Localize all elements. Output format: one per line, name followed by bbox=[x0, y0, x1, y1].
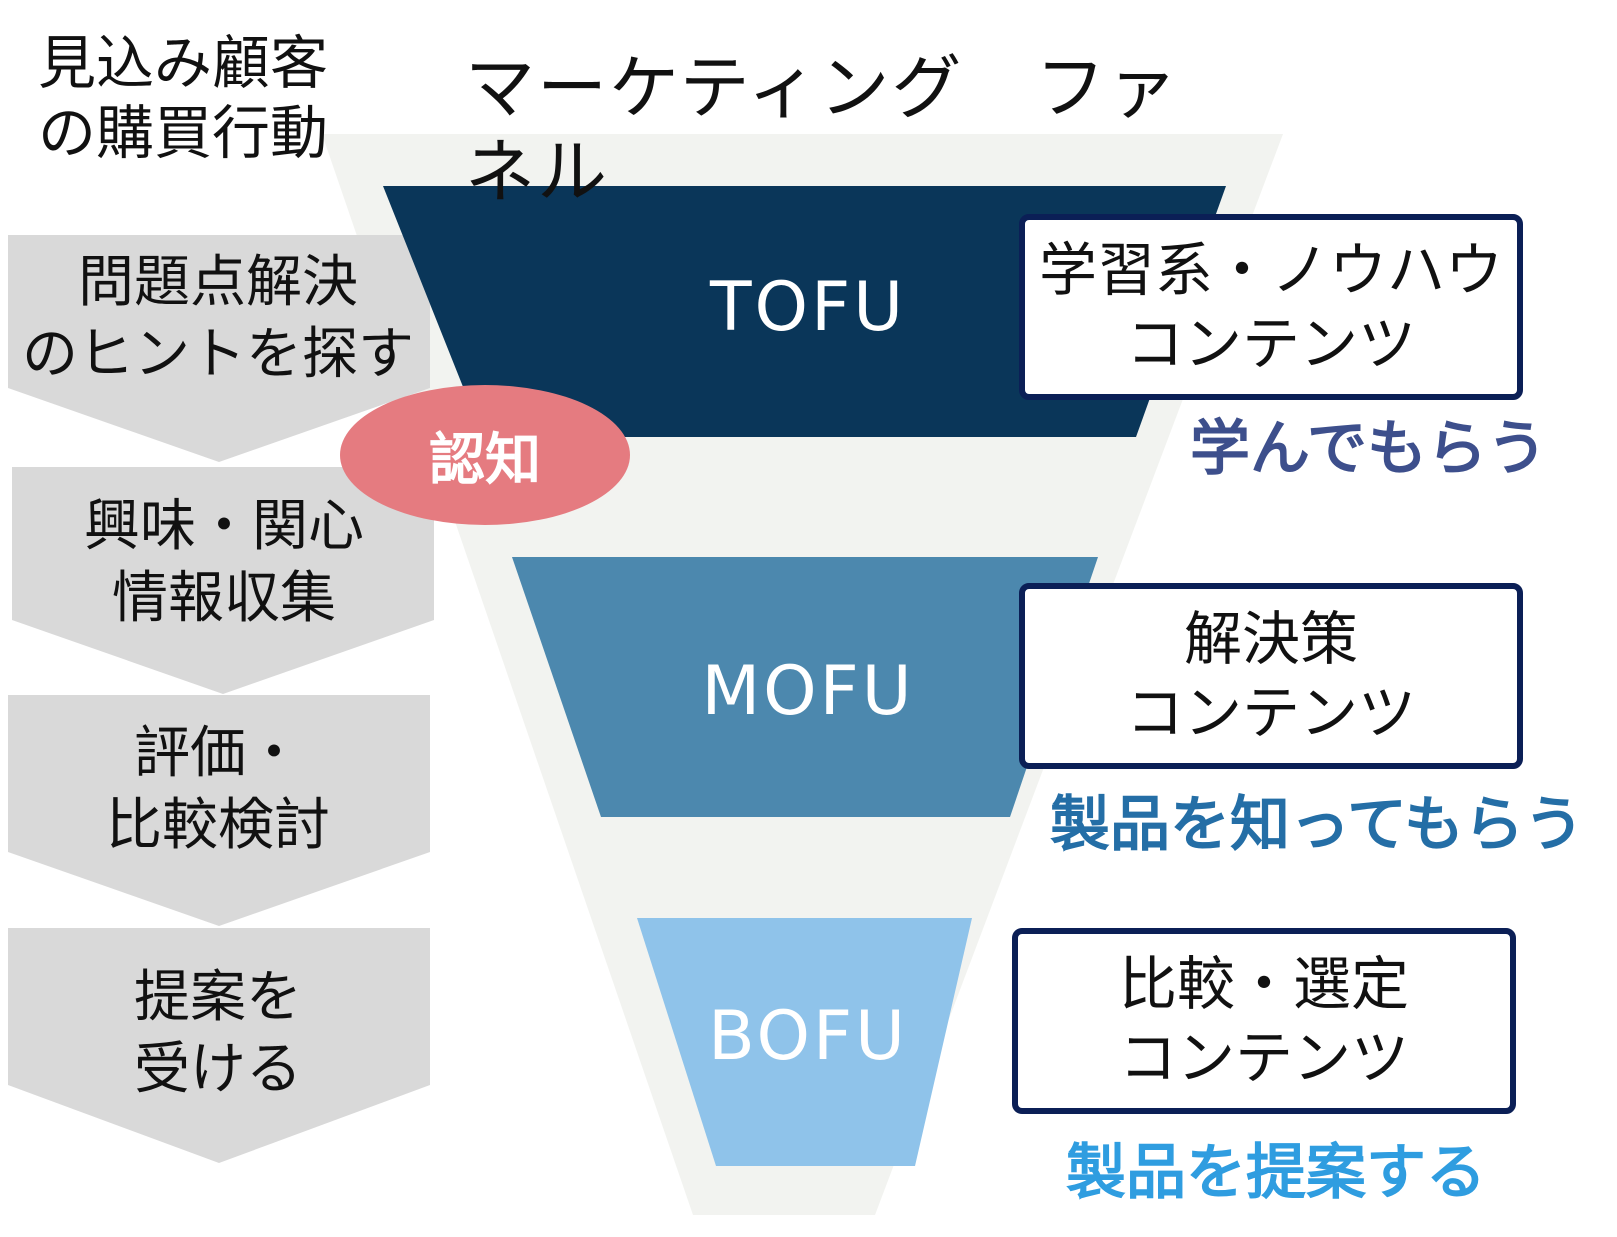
step-label-1: 問題点解決 のヒントを探す bbox=[22, 250, 414, 387]
stage-label-tofu: TOFU bbox=[710, 268, 906, 347]
goal-learn: 学んでもらう bbox=[1190, 414, 1547, 484]
stage-label-mofu: MOFU bbox=[701, 652, 915, 731]
step-arrow-4 bbox=[8, 928, 430, 1163]
stage-bofu bbox=[637, 918, 972, 1166]
step-arrow-1 bbox=[8, 235, 430, 462]
stage-label-bofu: BOFU bbox=[708, 997, 908, 1076]
step-arrow-3 bbox=[8, 695, 430, 926]
awareness-badge: 認知 bbox=[429, 427, 541, 493]
step-arrow-2 bbox=[12, 467, 434, 694]
content-box-solution: 解決策 コンテンツ bbox=[1019, 583, 1523, 769]
awareness-ellipse bbox=[340, 385, 630, 525]
step-label-3: 評価・ 比較検討 bbox=[106, 721, 330, 858]
buyer-behavior-title: 見込み顧客 の購買行動 bbox=[38, 29, 329, 167]
goal-propose-product: 製品を提案する bbox=[1066, 1138, 1486, 1208]
stage-mofu bbox=[512, 557, 1098, 817]
content-box-learning: 学習系・ノウハウ コンテンツ bbox=[1019, 214, 1523, 400]
step-label-2: 興味・関心 情報収集 bbox=[84, 494, 364, 631]
content-box-comparison: 比較・選定 コンテンツ bbox=[1012, 928, 1516, 1114]
goal-know-product: 製品を知ってもらう bbox=[1050, 790, 1584, 860]
step-label-4: 提案を 受ける bbox=[134, 965, 302, 1102]
stage-tofu bbox=[383, 186, 1226, 437]
funnel-title: マーケティング ファネル bbox=[465, 47, 1180, 213]
